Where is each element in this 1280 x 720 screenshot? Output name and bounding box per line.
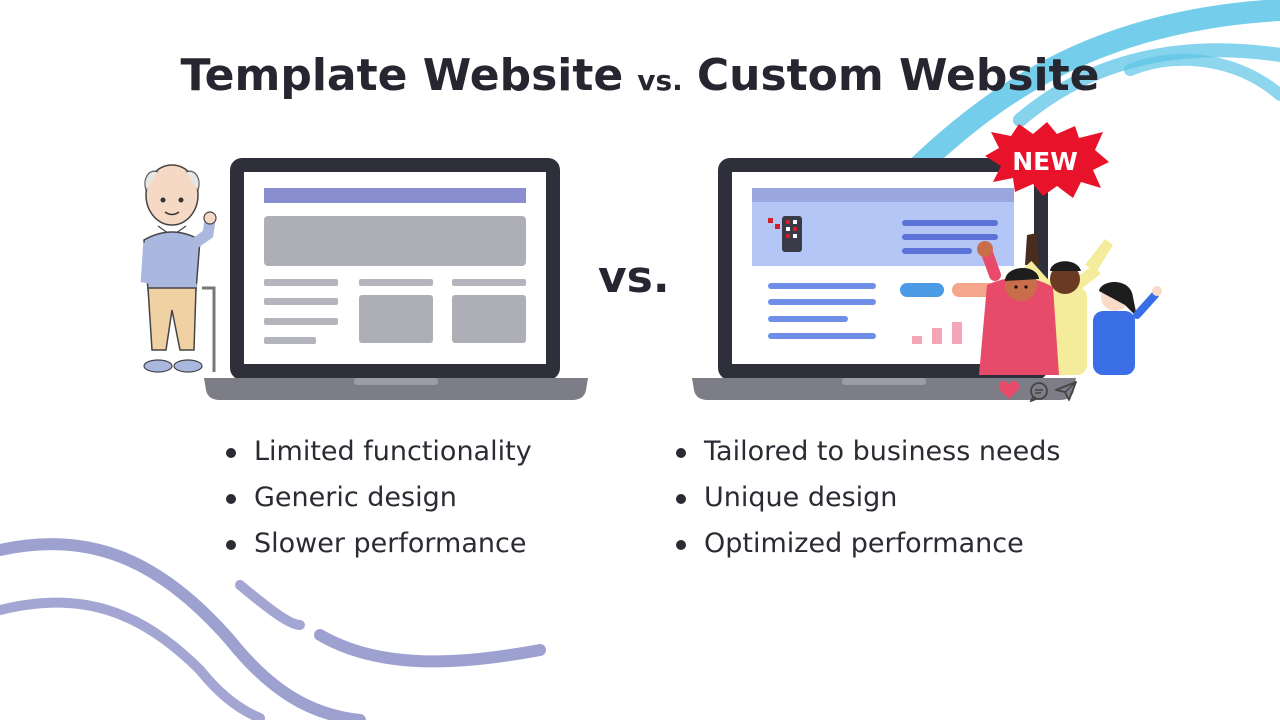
template-laptop [204,158,588,400]
page-title: Template Website vs. Custom Website [0,50,1280,101]
list-item: Tailored to business needs [676,429,1060,475]
center-vs-text: vs. [598,252,670,303]
new-badge: NEW [985,122,1109,198]
purple-brush-strokes [0,538,546,720]
blue-brush-strokes [909,0,1280,170]
custom-laptop [692,158,1076,400]
heart-icon [998,381,1020,399]
old-man-icon [140,164,217,373]
people-cheering-icon [977,233,1162,375]
comment-icon [1029,382,1048,402]
title-left: Template Website [180,50,624,101]
logo-icon [768,216,802,252]
new-badge-text: NEW [1012,147,1078,176]
title-separator: vs. [637,64,683,97]
custom-features-list: Tailored to business needs Unique design… [676,429,1060,567]
send-icon [1055,381,1077,401]
list-item: Slower performance [226,521,532,567]
list-item: Unique design [676,475,1060,521]
title-right: Custom Website [696,50,1100,101]
list-item: Generic design [226,475,532,521]
list-item: Limited functionality [226,429,532,475]
list-item: Optimized performance [676,521,1060,567]
template-features-list: Limited functionality Generic design Slo… [226,429,532,567]
